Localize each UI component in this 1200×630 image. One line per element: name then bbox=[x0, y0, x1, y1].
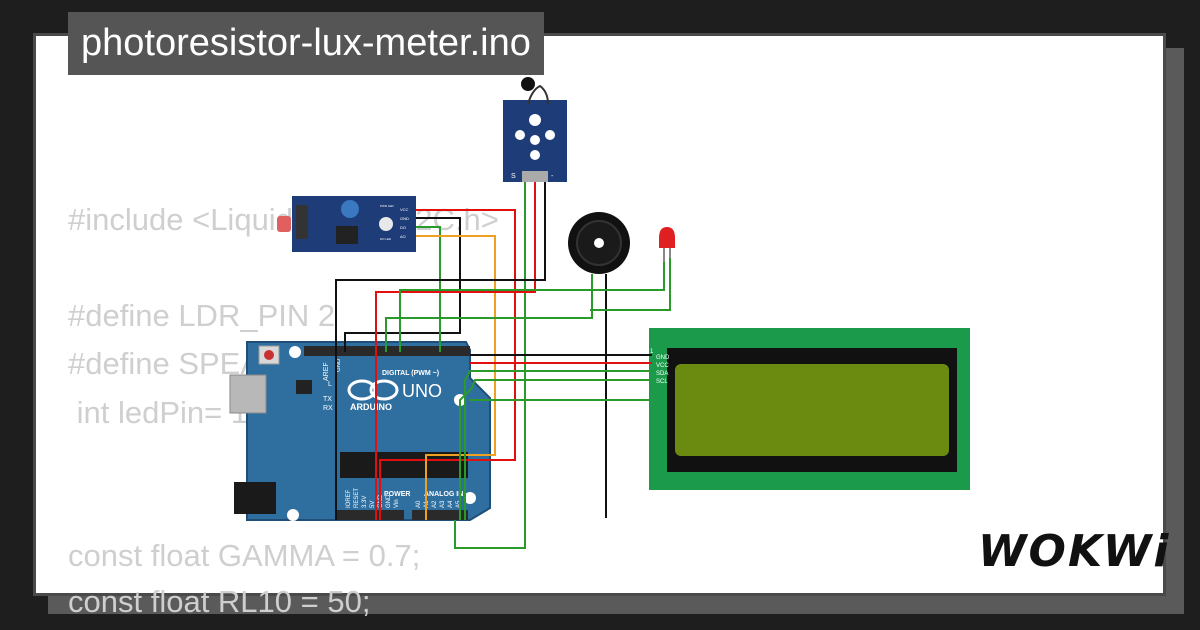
project-title: photoresistor-lux-meter.ino bbox=[68, 12, 544, 75]
ldr-module[interactable]: VCC GND DO AO PWR LED DO LED bbox=[277, 196, 416, 252]
wire-sensor-s bbox=[454, 182, 526, 549]
reset-label: RESET bbox=[354, 488, 360, 508]
sensor-s-label: S bbox=[511, 173, 516, 180]
sensor-element bbox=[521, 77, 535, 91]
ldr-ao-label: AO bbox=[400, 234, 406, 239]
tx-label: TX bbox=[323, 396, 332, 403]
gnd2-label: GND bbox=[386, 494, 392, 508]
lcd-pin-sda: SDA bbox=[656, 371, 668, 377]
preview-card bbox=[33, 33, 1166, 596]
ioref-label: IOREF bbox=[346, 489, 352, 508]
buzzer[interactable] bbox=[568, 212, 630, 274]
lcd-pin-gnd: GND bbox=[656, 355, 670, 361]
sensor-minus-label: - bbox=[551, 173, 554, 180]
code-line: #define LDR_PIN 2 bbox=[68, 298, 336, 333]
code-line: const float GAMMA = 0.7; bbox=[68, 538, 421, 573]
wire-lcd-scl bbox=[459, 379, 652, 520]
l-label: L bbox=[328, 381, 332, 388]
power-jack bbox=[234, 482, 276, 514]
wires bbox=[335, 182, 671, 549]
code-line: const float RL10 = 50; bbox=[68, 584, 371, 619]
ldr-vcc-label: VCC bbox=[400, 207, 409, 212]
usb-connector bbox=[229, 374, 267, 414]
atmega-chip bbox=[340, 452, 468, 478]
wire-ldr-do bbox=[416, 226, 441, 352]
wire-ldr-ao bbox=[416, 235, 496, 520]
digital-label: DIGITAL (PWM ~) bbox=[382, 370, 439, 377]
a4-label: A4 bbox=[448, 500, 454, 508]
a3-label: A3 bbox=[440, 500, 446, 508]
ldr-pwr-led-label: PWR LED bbox=[380, 204, 395, 208]
board-brand: ARDUINO bbox=[350, 402, 392, 412]
lcd-screen bbox=[675, 364, 949, 456]
lcd-pin-scl: SCL bbox=[656, 379, 668, 385]
wire-led-anode bbox=[399, 262, 665, 352]
3v3-label: 3.3V bbox=[362, 496, 368, 508]
wire-sensor-gnd bbox=[335, 182, 546, 520]
ldr-do-led-label: DO LED bbox=[380, 237, 392, 241]
wire-ldr-vcc bbox=[379, 209, 516, 520]
5v-label: 5V bbox=[370, 501, 376, 508]
potentiometer[interactable] bbox=[341, 200, 359, 218]
a0-label: A0 bbox=[416, 500, 422, 508]
analog-label: ANALOG IN bbox=[424, 491, 463, 498]
wire-sensor-vcc bbox=[375, 182, 536, 520]
lcd-pin1-label: 1 bbox=[650, 349, 654, 355]
vin-label: Vin bbox=[394, 499, 400, 508]
ldr-do-label: DO bbox=[400, 225, 406, 230]
rx-label: RX bbox=[323, 405, 333, 412]
ldr-gnd-label: GND bbox=[400, 216, 409, 221]
wire-buzzer-signal bbox=[385, 274, 593, 352]
wire-led-cathode bbox=[590, 258, 671, 311]
power-label: POWER bbox=[384, 491, 410, 498]
wokwi-logo: WOKWi bbox=[978, 526, 1171, 577]
red-led[interactable] bbox=[659, 227, 675, 262]
wire-ldr-gnd bbox=[344, 217, 461, 352]
aref-label: AREF bbox=[323, 362, 330, 381]
a2-label: A2 bbox=[432, 500, 438, 508]
gnd-label: GND bbox=[336, 358, 342, 372]
board-model: UNO bbox=[402, 381, 442, 401]
photoresistor bbox=[277, 216, 291, 232]
lcd-display[interactable]: 1 GND VCC SDA SCL bbox=[649, 328, 970, 490]
wire-lcd-sda bbox=[464, 370, 652, 520]
code-background: #include <LiquidCrystal_I2C.h> #define L… bbox=[68, 0, 968, 630]
lcd-pin-vcc: VCC bbox=[656, 363, 669, 369]
sensor-module[interactable]: S - bbox=[503, 77, 567, 182]
arduino-uno-board[interactable]: UNO ARDUINO DIGITAL (PWM ~) AREF GND L T… bbox=[229, 341, 491, 521]
